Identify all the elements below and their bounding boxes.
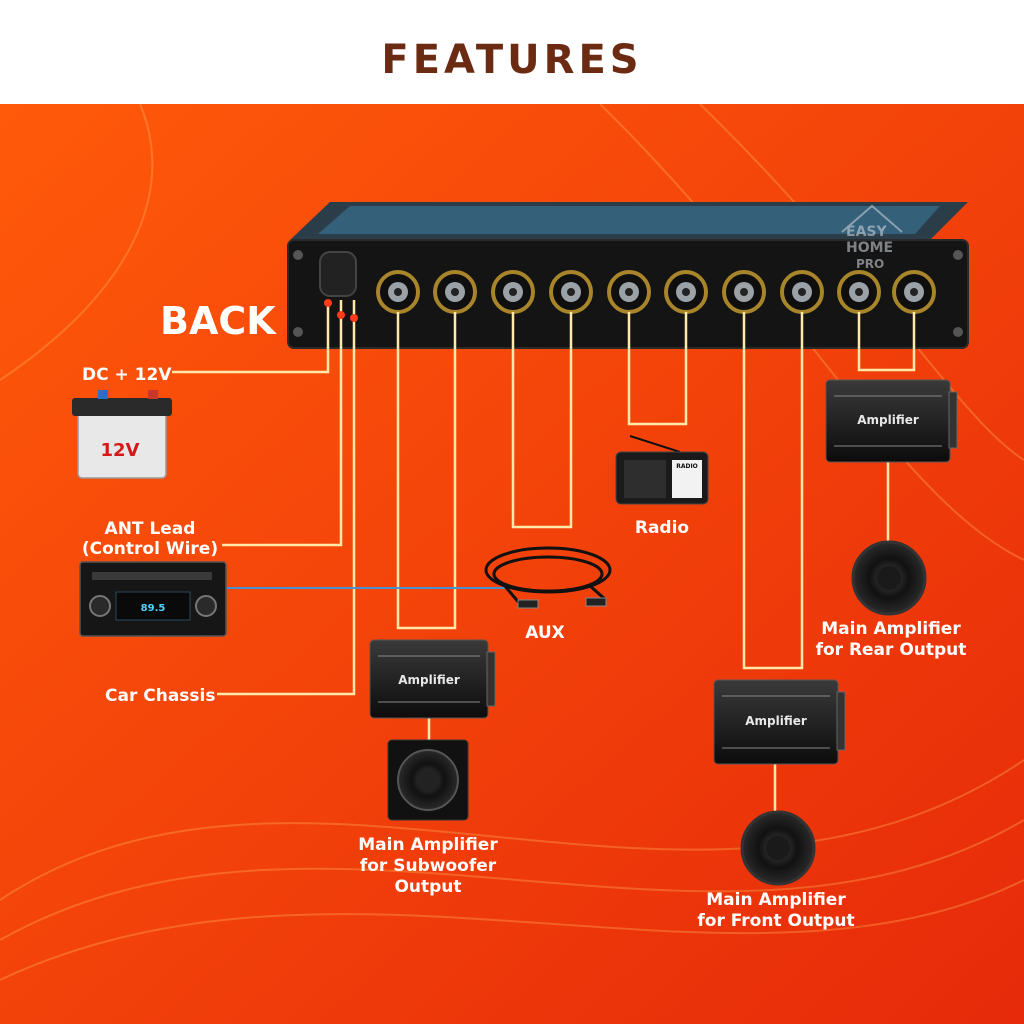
label-front-line-2: for Front Output [697,911,854,931]
wire-radio [627,312,688,426]
label-radio: Radio [635,518,689,538]
label-chassis: Car Chassis [105,686,215,706]
rca-jack [722,270,766,314]
amplifier-front: Amplifier [713,679,846,765]
wire-power [172,300,330,374]
head-unit-display: 89.5 [141,603,166,614]
watermark-line-1: EASY [846,224,887,240]
head-unit-icon: 89.5 [79,561,227,637]
rca-jack [433,270,477,314]
wire-front [742,312,804,670]
battery-icon: 12V [72,390,172,479]
aux-cable-icon [484,546,612,609]
battery-label: 12V [101,440,140,461]
rca-jack [549,270,593,314]
equalizer-device [287,202,969,349]
watermark-logo: EASY HOME PRO [841,204,903,271]
label-rear-line-2: for Rear Output [816,640,967,660]
label-ant-line-1: ANT Lead [105,519,196,539]
wire-chassis [217,300,356,696]
radio-icon: RADIO [615,435,709,505]
amplifier-rear: Amplifier [825,379,958,463]
wire-rear [857,312,916,372]
page-title: FEATURES [381,37,643,83]
radio-brand: RADIO [676,463,698,470]
rca-jack [780,270,824,314]
subwoofer-icon [387,739,469,821]
power-cable-tips [324,299,358,322]
watermark-line-2: HOME [846,240,893,256]
wires [172,300,916,812]
rear-speaker-icon [851,540,927,616]
watermark-line-3: PRO [856,257,884,271]
wire-sub [396,312,457,630]
rca-jacks [376,270,936,314]
label-sub-line-2: for Subwoofer [360,856,497,876]
title-bar: FEATURES [0,0,1024,104]
label-ant-line-2: (Control Wire) [82,539,218,559]
wire-aux [511,312,573,529]
rca-jack [491,270,535,314]
amplifier-sub-label: Amplifier [398,673,460,687]
front-speaker-icon [740,810,816,886]
label-dc: DC + 12V [82,365,172,385]
back-label: BACK [160,299,277,343]
wiring-diagram: EASY HOME PRO BACK [0,104,1024,1024]
label-sub-line-1: Main Amplifier [358,835,498,855]
amplifier-rear-label: Amplifier [857,413,919,427]
rca-jack [837,270,881,314]
amplifier-sub: Amplifier [369,639,496,719]
wire-ant [222,300,343,547]
label-front-line-1: Main Amplifier [706,890,846,910]
rca-jack [607,270,651,314]
label-sub-line-3: Output [394,877,461,897]
label-rear-line-1: Main Amplifier [821,619,961,639]
rca-jack [892,270,936,314]
amplifier-front-label: Amplifier [745,714,807,728]
rca-jack [376,270,420,314]
rca-jack [664,270,708,314]
label-aux: AUX [525,623,565,643]
